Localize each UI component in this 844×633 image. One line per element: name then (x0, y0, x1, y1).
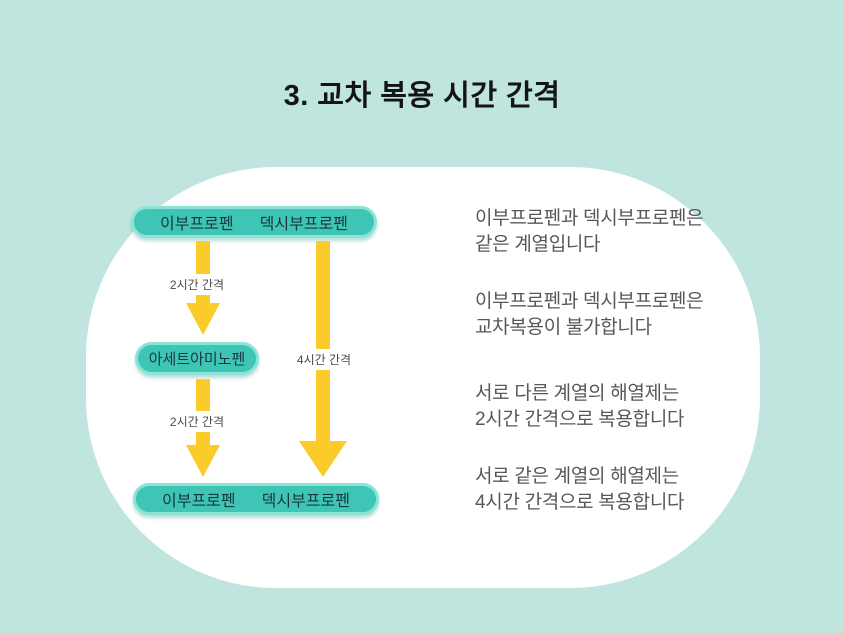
arrow-shaft-right (316, 241, 330, 445)
note-same-family: 이부프로펜과 덱시부프로펜은 같은 계열입니다 (475, 206, 704, 258)
pill-top-row: 이부프로펜 덱시부프로펜 (131, 206, 377, 238)
note-line: 같은 계열입니다 (475, 234, 601, 255)
interval-label-left-upper: 2시간 간격 (165, 274, 229, 295)
interval-label-right: 4시간 간격 (292, 349, 356, 370)
note-line: 이부프로펜과 덱시부프로펜은 (475, 208, 704, 229)
pill-dexibuprofen-bottom: 덱시부프로펜 (261, 493, 350, 510)
note-line: 서로 다른 계열의 해열제는 (475, 383, 679, 404)
note-different-family-interval: 서로 다른 계열의 해열제는 2시간 간격으로 복용합니다 (475, 381, 685, 433)
note-line: 교차복용이 불가합니다 (475, 317, 652, 338)
pill-ibuprofen-bottom: 이부프로펜 (162, 493, 236, 510)
note-line: 2시간 간격으로 복용합니다 (475, 409, 685, 430)
note-no-cross-dosing: 이부프로펜과 덱시부프로펜은 교차복용이 불가합니다 (475, 289, 704, 341)
pill-ibuprofen-top: 이부프로펜 (160, 216, 234, 233)
interval-label-left-lower: 2시간 간격 (165, 411, 229, 432)
pill-acetaminophen-label: 아세트아미노펜 (148, 351, 246, 368)
page-title: 3. 교차 복용 시간 간격 (283, 80, 561, 112)
arrow-head-left-lower (186, 445, 220, 477)
pill-bottom-row: 이부프로펜 덱시부프로펜 (133, 483, 379, 515)
note-line: 서로 같은 계열의 해열제는 (475, 466, 679, 487)
arrow-shaft-left-upper (196, 241, 210, 305)
pill-acetaminophen: 아세트아미노펜 (135, 342, 259, 375)
arrow-head-right (299, 441, 347, 477)
note-same-family-interval: 서로 같은 계열의 해열제는 4시간 간격으로 복용합니다 (475, 464, 685, 516)
note-line: 이부프로펜과 덱시부프로펜은 (475, 291, 704, 312)
pill-dexibuprofen-top: 덱시부프로펜 (259, 216, 348, 233)
note-line: 4시간 간격으로 복용합니다 (475, 492, 685, 513)
arrow-head-left-upper (186, 303, 220, 335)
